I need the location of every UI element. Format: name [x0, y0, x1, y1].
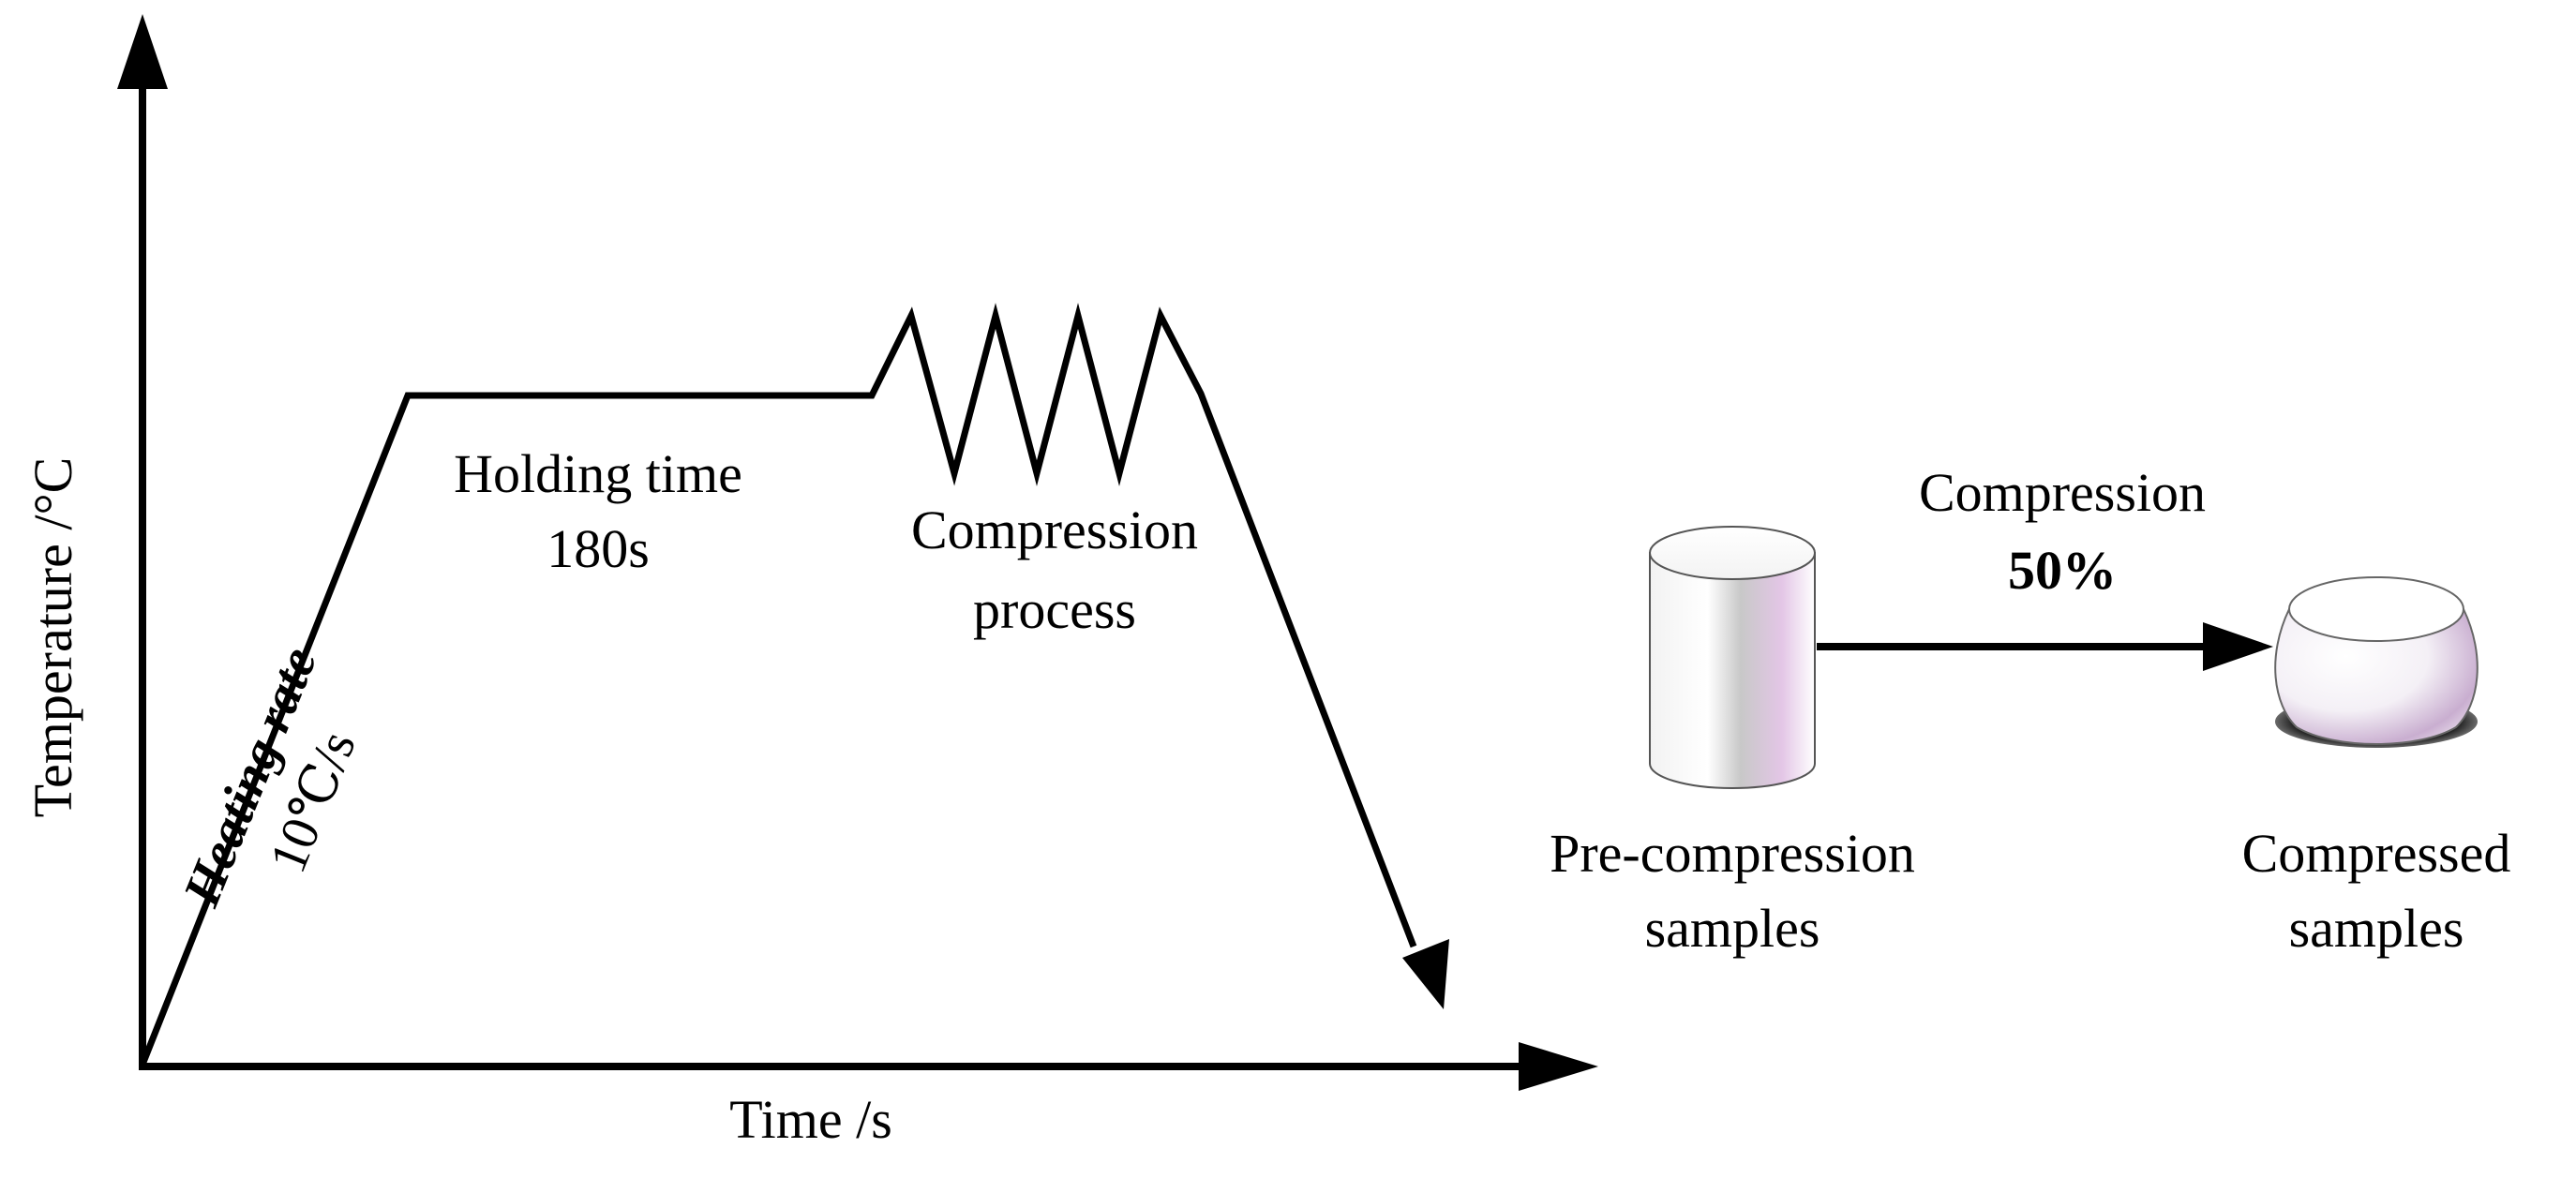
barrel-body	[2274, 608, 2479, 745]
y-axis-label: Temperature /°C	[22, 457, 83, 818]
cylinder-top	[1649, 526, 1816, 580]
x-axis-arrowhead	[1519, 1042, 1598, 1091]
cylinder-body	[1649, 552, 1816, 789]
cooling-arrowhead	[1402, 939, 1449, 1009]
pre-compression-label: Pre-compression	[1550, 823, 1915, 884]
barrel-top	[2288, 576, 2464, 642]
compression-percent-label: 50%	[2008, 540, 2117, 601]
axes	[117, 14, 1598, 1091]
compression-process-label: Compression	[911, 500, 1198, 560]
pre-compression-label-line2: samples	[1645, 898, 1820, 959]
compression-arrow	[1817, 622, 2273, 671]
x-axis-label: Time /s	[729, 1089, 892, 1150]
compressed-label-line2: samples	[2289, 898, 2464, 959]
compression-process-label-line2: process	[973, 579, 1136, 640]
compression-label: Compression	[1919, 462, 2206, 523]
heating-label: Heating rate 10℃/s	[172, 639, 367, 915]
pre-compression-sample	[1649, 526, 1816, 789]
process-curve	[139, 303, 1449, 1066]
holding-time-label: Holding time	[454, 443, 742, 504]
compression-arrowhead	[2203, 622, 2273, 671]
temperature-profile-line	[139, 303, 1417, 1066]
compressed-sample	[2274, 576, 2479, 748]
holding-time-value: 180s	[547, 518, 650, 579]
y-axis-arrowhead	[117, 14, 168, 89]
compressed-label: Compressed	[2242, 823, 2511, 884]
